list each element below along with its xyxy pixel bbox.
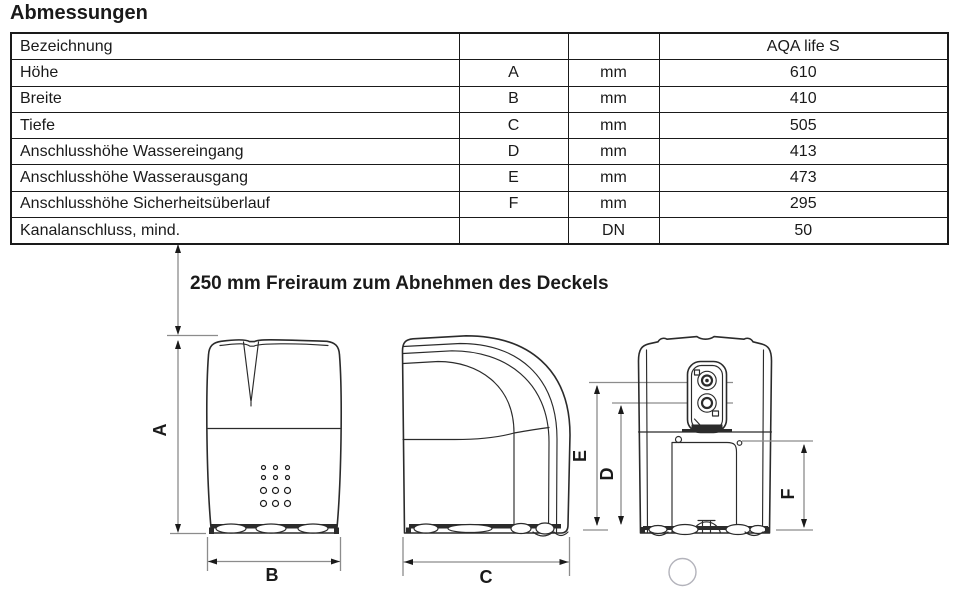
technical-drawing: A [150,244,813,587]
dimension-unit: DN [567,217,660,245]
column-header-product: AQA life S [658,32,949,61]
connection-panel [682,360,732,434]
clearance-note: 250 mm Freiraum zum Abnehmen des Deckels [190,273,609,294]
dimension-name: Anschlusshöhe Wasserausgang [10,164,460,192]
dimension-unit: mm [567,59,660,87]
dim-label-f: F [778,489,798,500]
column-header-unit [567,32,660,61]
dim-label-c: C [480,567,493,587]
table-row: Anschlusshöhe Wasserausgang E mm 473 [10,164,949,192]
dim-label-d: D [597,468,617,481]
column-header-letter [458,32,569,61]
table-row: Tiefe C mm 505 [10,111,949,140]
clearance-dimension [167,244,218,337]
dimension-value: 413 [658,138,949,166]
dimension-letter [458,217,569,245]
ghost-circle [668,557,697,587]
front-view-drawing [206,339,342,534]
dimension-value: 473 [658,164,949,192]
rear-view-drawing [637,335,773,537]
dimension-name: Breite [10,85,460,113]
table-row: Breite B mm 410 [10,85,949,113]
dimension-unit: mm [567,111,660,140]
dimensions-table: Bezeichnung AQA life S Höhe A mm 610 Bre… [10,32,949,246]
dimension-letter: D [458,138,569,166]
dimension-unit: mm [567,190,660,219]
side-view-drawing [401,335,571,537]
page-title: Abmessungen [10,2,148,24]
dimension-value: 50 [658,217,949,245]
dimension-d: D [597,402,733,525]
dimension-unit: mm [567,85,660,113]
table-row: Kanalanschluss, mind. DN 50 [10,217,949,245]
dimension-name: Anschlusshöhe Wassereingang [10,138,460,166]
dimension-f: F [742,440,813,531]
dimension-c: C [402,537,571,587]
dimension-unit: mm [567,138,660,166]
table-row: Höhe A mm 610 [10,59,949,87]
dimension-value: 295 [658,190,949,219]
dimension-a: A [150,340,206,535]
dimension-value: 505 [658,111,949,140]
column-header-bezeichnung: Bezeichnung [10,32,460,61]
table-row: Anschlusshöhe Wassereingang D mm 413 [10,138,949,166]
dimension-name: Kanalanschluss, mind. [10,217,460,245]
dimension-name: Höhe [10,59,460,87]
fill-opening-notch [242,341,260,407]
table-header-row: Bezeichnung AQA life S [10,32,949,61]
dimension-letter: A [458,59,569,87]
dim-label-e: E [570,450,590,462]
dimension-name: Tiefe [10,111,460,140]
dimension-b: B [206,537,342,585]
dimension-value: 610 [658,59,949,87]
vent-dots [259,464,292,508]
table-row: Anschlusshöhe Sicherheitsüberlauf F mm 2… [10,190,949,219]
dimension-letter: C [458,111,569,140]
dimension-letter: B [458,85,569,113]
dimension-unit: mm [567,164,660,192]
dimension-name: Anschlusshöhe Sicherheitsüberlauf [10,190,460,219]
dim-label-a: A [150,424,170,437]
dimension-letter: E [458,164,569,192]
dimension-value: 410 [658,85,949,113]
dim-label-b: B [266,565,279,585]
dimension-letter: F [458,190,569,219]
